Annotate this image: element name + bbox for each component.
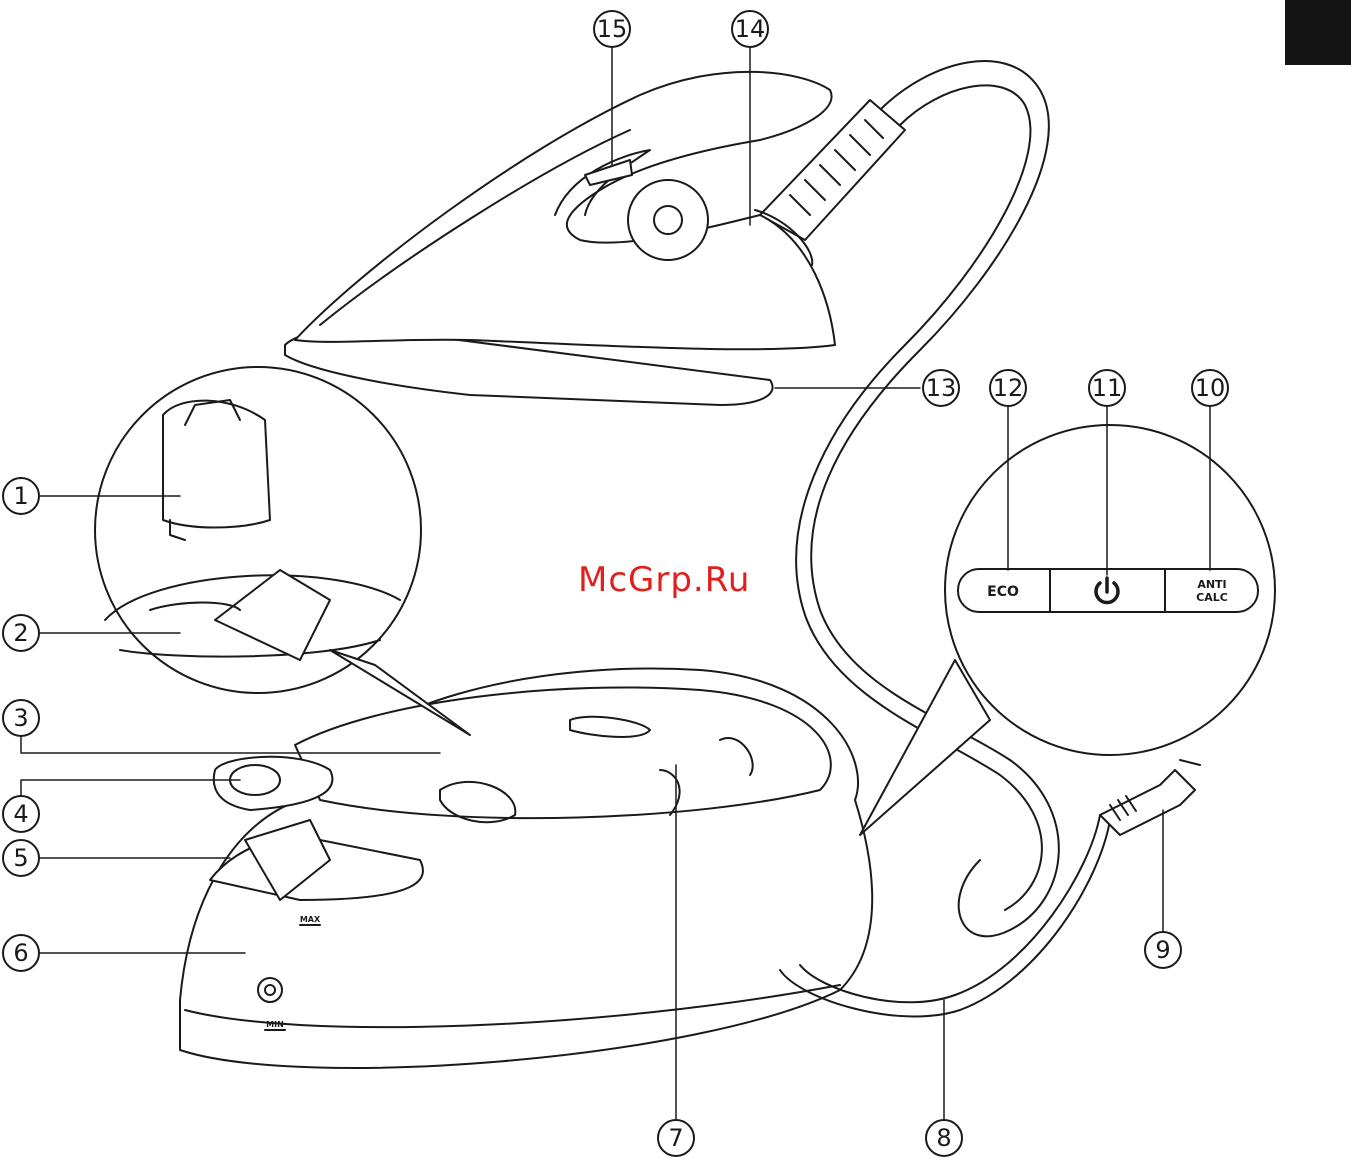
anti-calc-cartridge	[163, 401, 270, 528]
callout-9: 9	[1145, 932, 1181, 968]
callout-number: 9	[1155, 936, 1170, 964]
callout-number: 2	[13, 619, 28, 647]
callout-number: 11	[1092, 374, 1123, 402]
max-mark: MAX	[300, 915, 321, 924]
callout-number: 13	[926, 374, 957, 402]
callout-5: 5	[3, 840, 39, 876]
mains-plug	[1100, 760, 1200, 835]
detail-magnifier-controls	[860, 425, 1275, 835]
callout-number: 5	[13, 844, 28, 872]
callout-number: 7	[668, 1124, 683, 1152]
callout-number: 15	[597, 15, 628, 43]
callout-number: 3	[13, 704, 28, 732]
callout-number: 1	[13, 482, 28, 510]
anti-calc-button[interactable]: ANTI CALC	[1196, 578, 1228, 604]
ionic-logo	[628, 180, 708, 260]
anti-calc-label-1: ANTI	[1197, 578, 1226, 591]
anti-calc-label-2: CALC	[1196, 591, 1228, 604]
callout-7: 7	[658, 1120, 694, 1156]
callout-number: 8	[936, 1124, 951, 1152]
callout-number: 10	[1195, 374, 1226, 402]
callout-2: 2	[3, 615, 39, 651]
eco-button-label: ECO	[987, 584, 1019, 600]
callout-12: 12	[990, 370, 1026, 406]
min-mark: MIN	[266, 1020, 284, 1029]
callout-10: 10	[1192, 370, 1228, 406]
callout-number: 14	[735, 15, 766, 43]
callout-11: 11	[1089, 370, 1125, 406]
watermark: McGrp.Ru	[578, 560, 750, 600]
callout-3: 3	[3, 700, 39, 736]
callout-15: 15	[594, 11, 630, 47]
callout-8: 8	[926, 1120, 962, 1156]
callout-1: 1	[3, 478, 39, 514]
callout-number: 12	[993, 374, 1024, 402]
steam-iron	[285, 72, 835, 405]
callout-number: 4	[13, 800, 28, 828]
steam-generator-base	[180, 669, 872, 1068]
callout-14: 14	[732, 11, 768, 47]
callout-6: 6	[3, 935, 39, 971]
callout-4: 4	[3, 796, 39, 832]
eco-button[interactable]: ECO	[959, 570, 1050, 611]
detail-magnifier-tank	[95, 367, 470, 735]
callout-number: 6	[13, 939, 28, 967]
callout-13: 13	[923, 370, 959, 406]
